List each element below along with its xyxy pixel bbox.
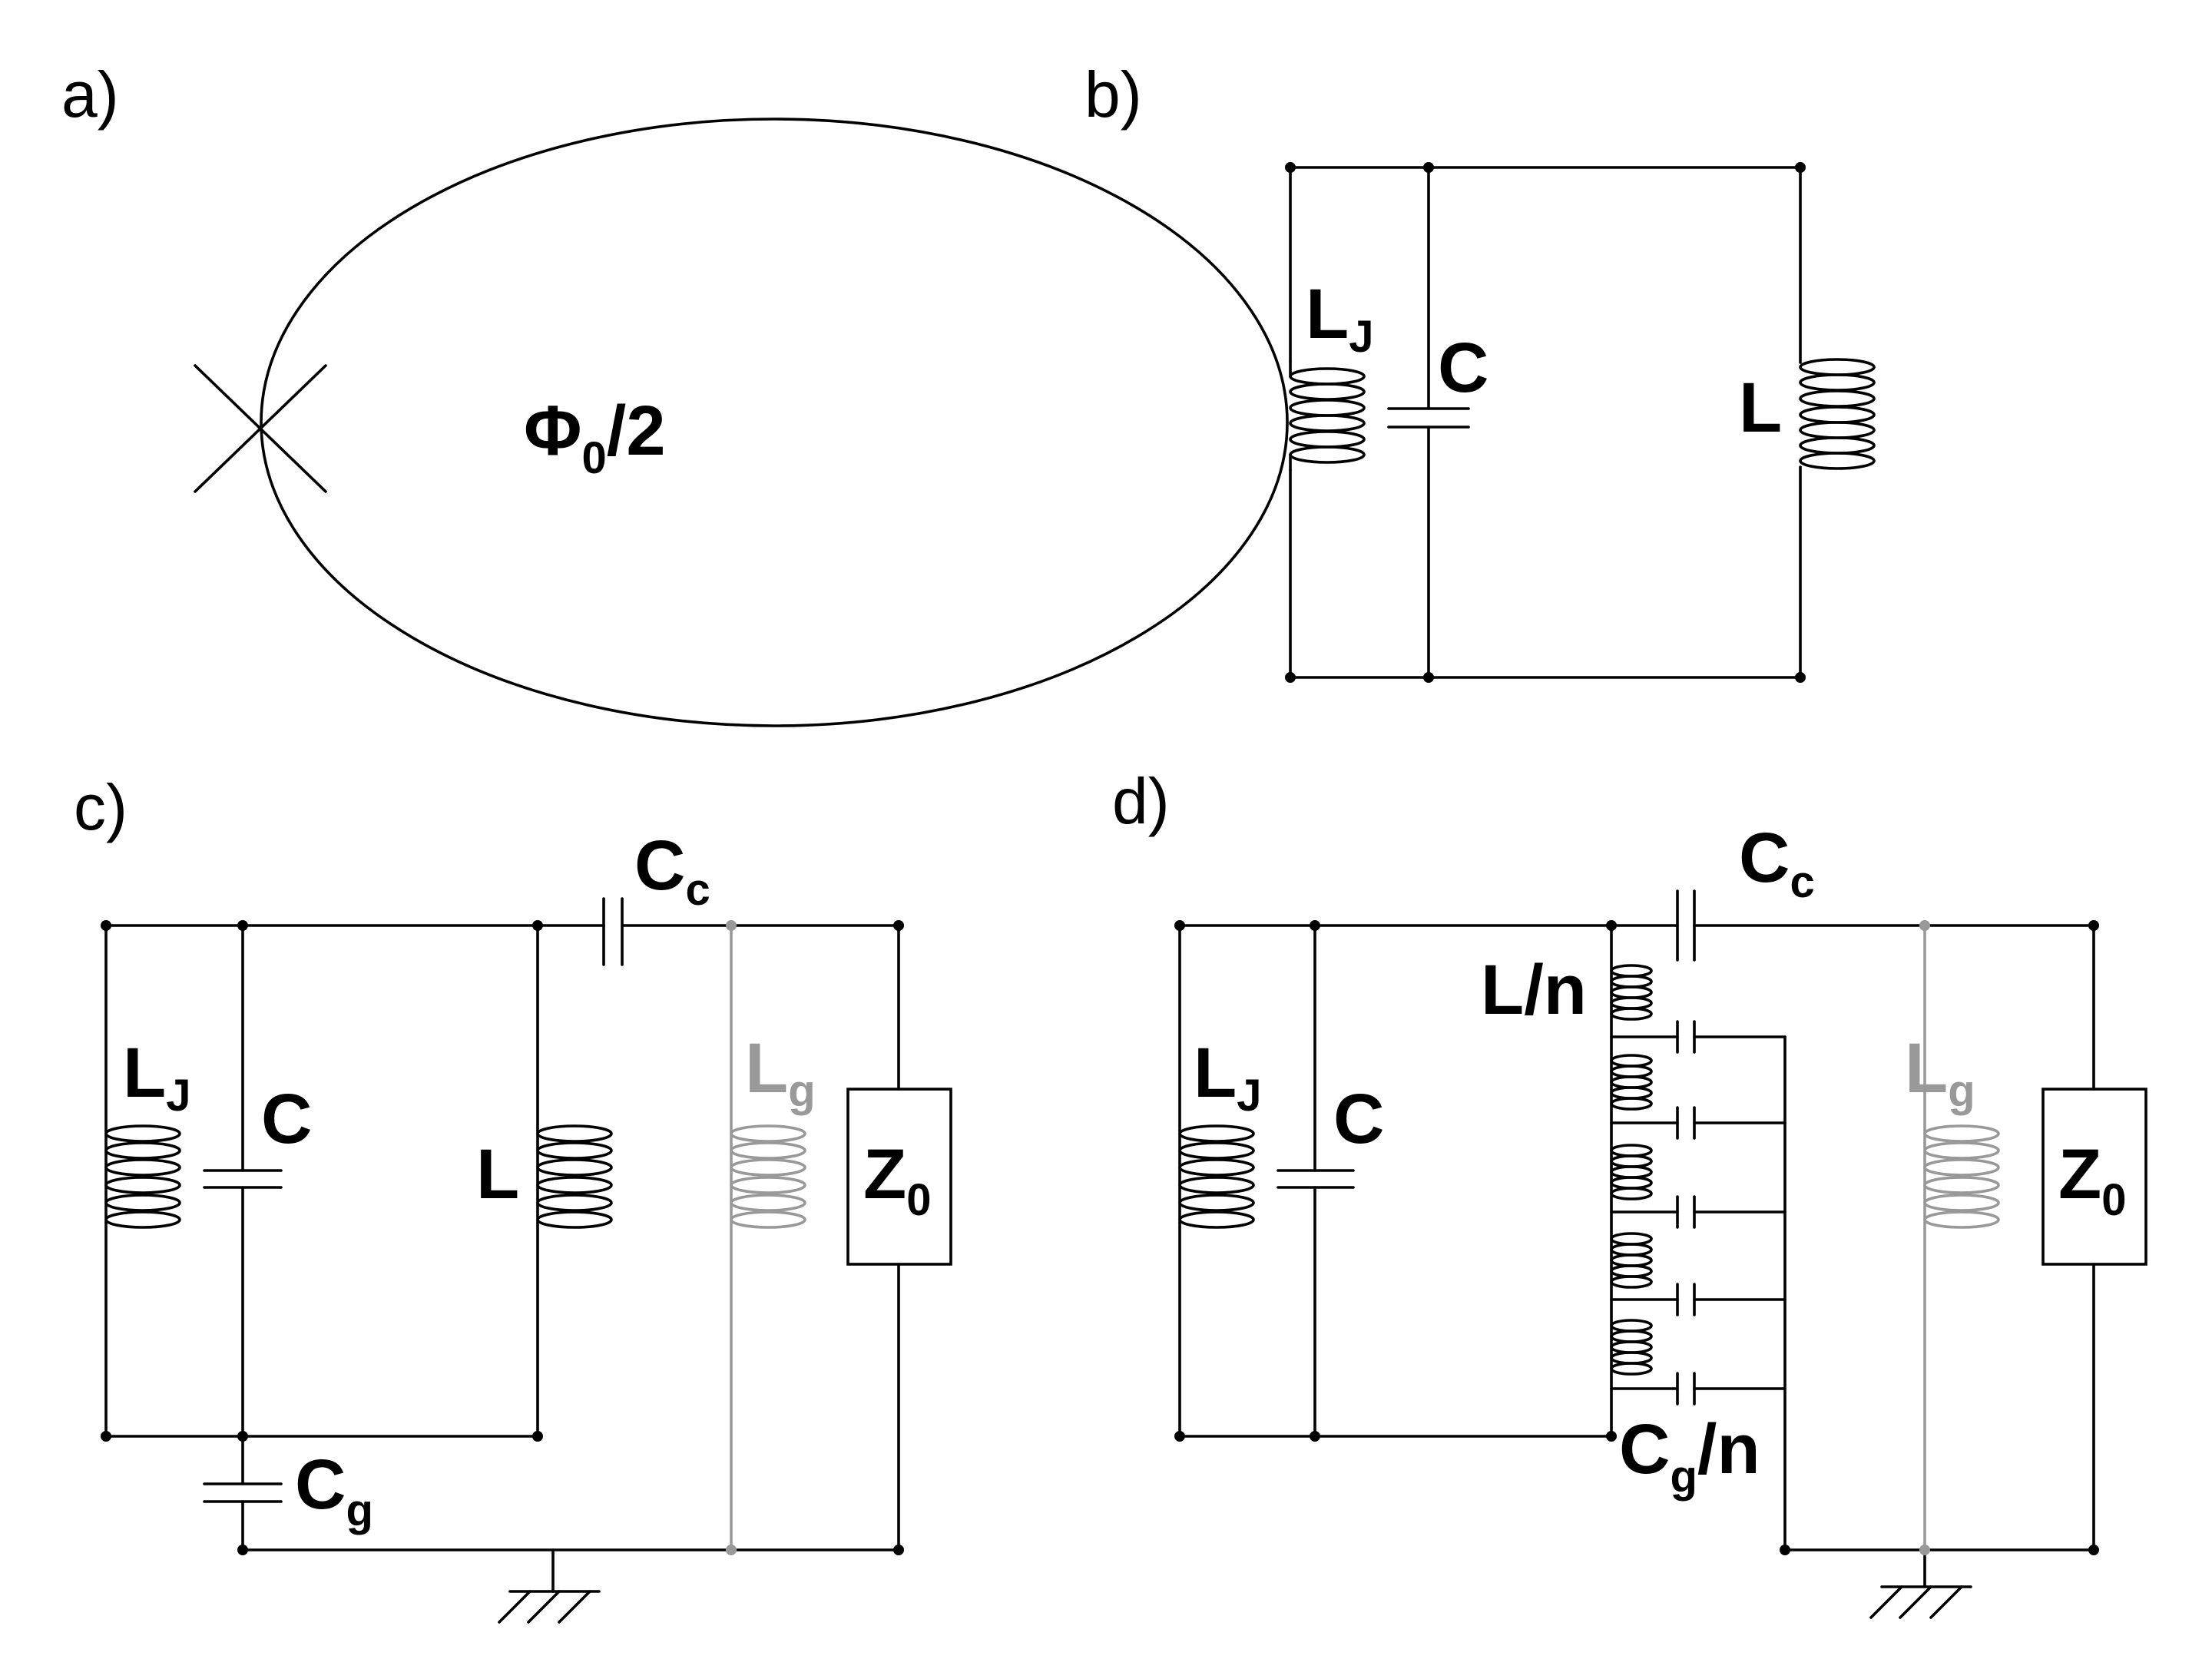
panel-b-nodes <box>1285 162 1806 683</box>
panel-d: d) <box>1112 765 2147 1619</box>
panel-c: c) <box>74 771 952 1624</box>
panel-d-ladder-inductors <box>1610 964 1653 1376</box>
panel-d-ln-label: L/n <box>1481 951 1587 1029</box>
ladder-inductor-3 <box>1610 1144 1653 1200</box>
panel-a: a) Φ0/2 <box>61 58 1289 727</box>
panel-d-cc-label: Cc <box>1739 819 1815 907</box>
panel-c-junction-inductor <box>104 1124 181 1229</box>
ladder-inductor-1 <box>1610 964 1653 1021</box>
panel-d-lg-label: Lg <box>1905 1029 1975 1116</box>
panel-c-cc-label: Cc <box>634 826 710 915</box>
panel-d-ground-symbol <box>1869 1548 1972 1619</box>
panel-c-lg-label: Lg <box>745 1029 816 1116</box>
panel-b-c-label: C <box>1438 329 1488 407</box>
ladder-capacitor-3 <box>1610 1195 1786 1229</box>
panel-b-label: b) <box>1084 58 1142 131</box>
panel-c-nodes <box>101 920 904 1555</box>
panel-c-impedance-box <box>846 1088 952 1266</box>
ladder-capacitor-4 <box>1610 1283 1786 1316</box>
panel-c-label: c) <box>74 771 127 843</box>
panel-c-ground-symbol <box>498 1548 601 1624</box>
panel-d-c-label: C <box>1333 1080 1384 1158</box>
panel-c-z-label: Z0 <box>863 1135 931 1225</box>
superconducting-loop <box>260 118 1289 727</box>
panel-c-cg-label: Cg <box>295 1445 373 1535</box>
panel-b: b) <box>1084 58 1876 683</box>
ladder-capacitor-2 <box>1610 1106 1786 1140</box>
ladder-inductor-2 <box>1610 1054 1653 1111</box>
panel-d-cgn-label: Cg/n <box>1619 1410 1760 1502</box>
panel-d-lj-label: LJ <box>1194 1034 1261 1121</box>
panel-d-z-label: Z0 <box>2058 1135 2126 1225</box>
panel-c-c-label: C <box>261 1080 312 1158</box>
panel-d-capacitor <box>1277 1169 1355 1189</box>
ladder-inductor-5 <box>1610 1319 1653 1376</box>
panel-c-wires <box>104 897 900 1551</box>
panel-c-capacitor <box>203 1169 283 1189</box>
panel-d-junction-inductor <box>1178 1124 1255 1229</box>
panel-d-ladder-capacitors <box>1610 1020 1786 1406</box>
flux-label: Φ0/2 <box>524 392 666 483</box>
panel-c-inductor <box>536 1124 613 1229</box>
josephson-junction-cross <box>194 364 327 493</box>
panel-b-junction-inductor <box>1289 359 1366 472</box>
flux-symbol: Φ <box>524 392 582 470</box>
flux-tail: /2 <box>607 392 666 470</box>
panel-d-label: d) <box>1112 765 1170 837</box>
ladder-capacitor-5 <box>1610 1372 1786 1406</box>
panel-c-gray-inductor <box>730 926 806 1550</box>
panel-d-nodes <box>1174 920 2099 1555</box>
panel-b-inductor <box>1799 358 1876 470</box>
ladder-capacitor-1 <box>1610 1020 1786 1054</box>
panel-b-lj-label: LJ <box>1306 275 1373 362</box>
panel-a-label: a) <box>61 58 119 131</box>
panel-d-impedance-box <box>2041 1088 2147 1266</box>
panel-b-wires <box>1289 166 1802 679</box>
panel-c-l-label: L <box>476 1135 519 1214</box>
flux-subscript: 0 <box>582 433 607 483</box>
panel-d-gray-inductor <box>1923 926 2000 1550</box>
panel-c-lj-label: LJ <box>123 1034 190 1121</box>
ladder-inductor-4 <box>1610 1232 1653 1289</box>
panel-b-l-label: L <box>1739 369 1782 447</box>
panel-b-capacitor <box>1387 407 1470 429</box>
